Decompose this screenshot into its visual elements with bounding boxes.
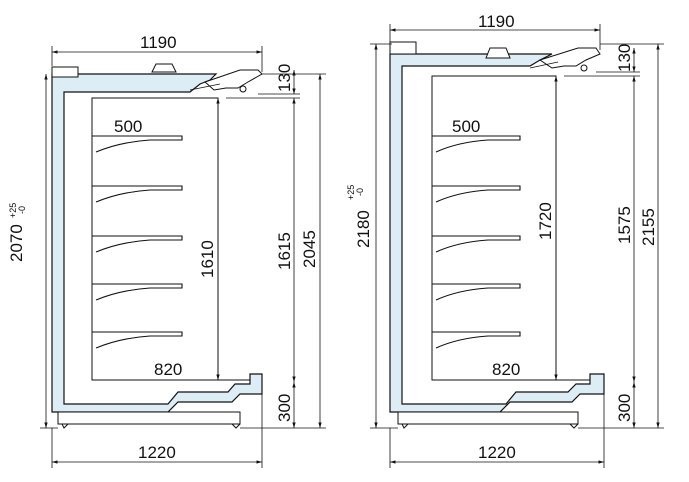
right-tolerance-plus: +25 bbox=[346, 185, 356, 200]
left-shelf-depth-label: 500 bbox=[114, 117, 142, 136]
right-canopy-height-label: 130 bbox=[615, 44, 634, 72]
left-canopy-light-center bbox=[151, 63, 177, 73]
left-inner-height-label: 1615 bbox=[275, 232, 294, 270]
right-shelf-height-label: 1720 bbox=[536, 202, 555, 240]
right-base-height-label: 300 bbox=[615, 394, 634, 422]
right-top-width-label: 1190 bbox=[478, 12, 515, 31]
right-bottom-width-label: 1220 bbox=[478, 443, 516, 462]
left-base-height-label: 300 bbox=[275, 394, 294, 422]
right-tolerance-minus: -0 bbox=[355, 188, 365, 196]
left-canopy-light-left bbox=[51, 66, 79, 78]
right-overall-height-label: 2155 bbox=[639, 208, 658, 246]
right-unit: 1190 2180 +25 -0 500 820 1720 1575 2155 … bbox=[346, 12, 664, 468]
right-dimensions: 1190 2180 +25 -0 500 820 1720 1575 2155 … bbox=[346, 12, 664, 468]
left-base-depth-label: 820 bbox=[154, 360, 182, 379]
left-tolerance-plus: +25 bbox=[8, 203, 18, 218]
left-overall-height-label: 2045 bbox=[300, 230, 319, 268]
left-total-height-label: 2070 bbox=[7, 224, 26, 262]
right-canopy-light-left bbox=[389, 41, 417, 55]
left-unit: 1190 2070 +25 -0 500 820 1610 1615 2045 bbox=[7, 33, 326, 468]
right-base-depth-label: 820 bbox=[492, 360, 520, 379]
left-dimensions: 1190 2070 +25 -0 500 820 1610 1615 2045 bbox=[7, 33, 326, 468]
right-canopy-light-center bbox=[485, 47, 511, 59]
right-total-height-label: 2180 bbox=[354, 210, 373, 248]
right-cabinet-body bbox=[389, 41, 605, 429]
right-shelf-depth-label: 500 bbox=[452, 117, 480, 136]
left-bottom-width-label: 1220 bbox=[138, 443, 176, 462]
right-inner-height-label: 1575 bbox=[615, 206, 634, 244]
left-canopy-height-label: 130 bbox=[275, 64, 294, 92]
left-top-width-label: 1190 bbox=[140, 33, 177, 52]
left-shelf-height-label: 1610 bbox=[198, 240, 217, 278]
right-shelves bbox=[432, 135, 590, 381]
left-shelves bbox=[92, 135, 250, 381]
left-tolerance-minus: -0 bbox=[17, 206, 27, 214]
